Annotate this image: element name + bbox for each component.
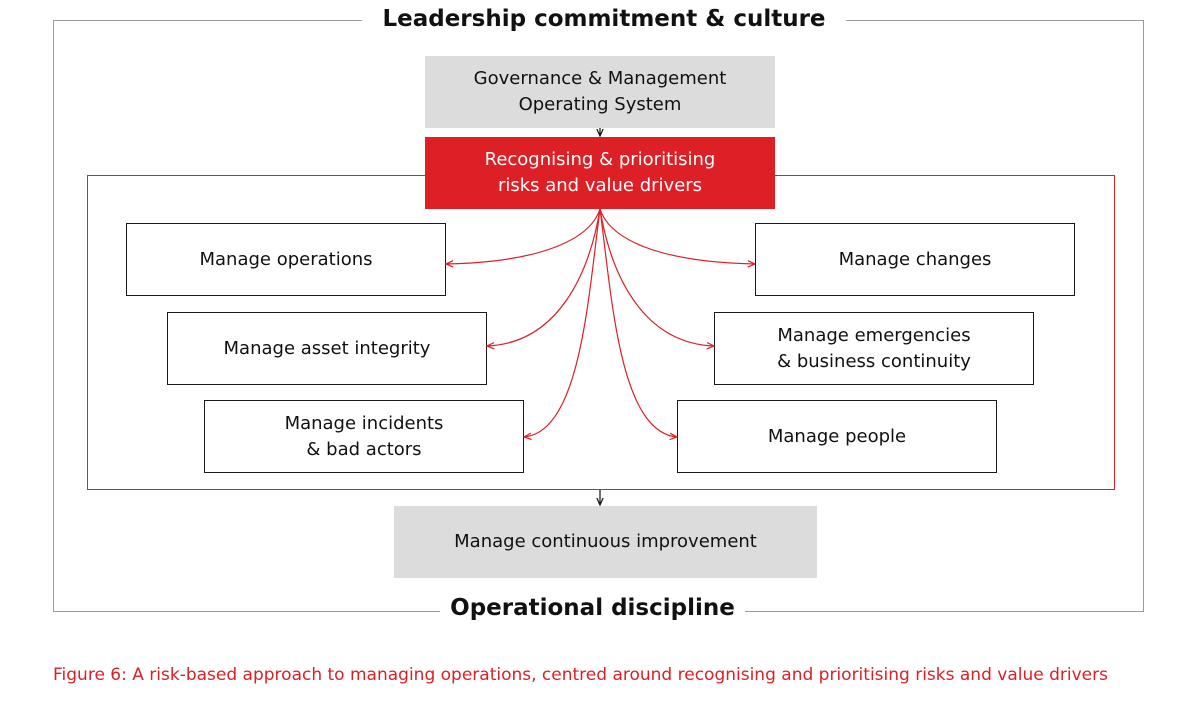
- manage-operations-label: Manage operations: [199, 248, 373, 270]
- recognising-label: Recognising & prioritising risks and val…: [484, 149, 716, 196]
- manage-operations-box: Manage operations: [126, 223, 446, 296]
- manage-changes-label: Manage changes: [838, 248, 992, 270]
- arrow-to-manage-asset-integrity: [487, 208, 601, 346]
- continuous-improvement-label: Manage continuous improvement: [454, 531, 757, 552]
- arrow-to-manage-changes: [599, 208, 755, 264]
- governance-label: Governance & Management Operating System: [473, 68, 727, 115]
- figure-caption: Figure 6: A risk-based approach to manag…: [53, 665, 1108, 685]
- arrow-to-manage-operations: [446, 208, 601, 264]
- top-title: Leadership commitment & culture: [362, 6, 846, 33]
- manage-incidents-box: Manage incidents & bad actors: [204, 400, 524, 473]
- manage-incidents-label: Manage incidents & bad actors: [284, 412, 444, 460]
- arrow-to-manage-people: [599, 208, 677, 437]
- manage-asset-integrity-box: Manage asset integrity: [167, 312, 487, 385]
- governance-box: Governance & Management Operating System: [425, 56, 775, 128]
- manage-people-box: Manage people: [677, 400, 997, 473]
- manage-emergencies-label: Manage emergencies & business continuity: [777, 324, 971, 372]
- manage-people-label: Manage people: [767, 425, 907, 447]
- arrow-to-manage-incidents: [524, 208, 601, 437]
- manage-emergencies-box: Manage emergencies & business continuity: [714, 312, 1034, 385]
- recognising-box: Recognising & prioritising risks and val…: [425, 137, 775, 209]
- manage-asset-integrity-label: Manage asset integrity: [223, 337, 431, 359]
- bottom-title: Operational discipline: [440, 595, 745, 622]
- manage-changes-box: Manage changes: [755, 223, 1075, 296]
- continuous-improvement-box: Manage continuous improvement: [394, 506, 817, 578]
- arrow-to-manage-emergencies: [599, 208, 714, 346]
